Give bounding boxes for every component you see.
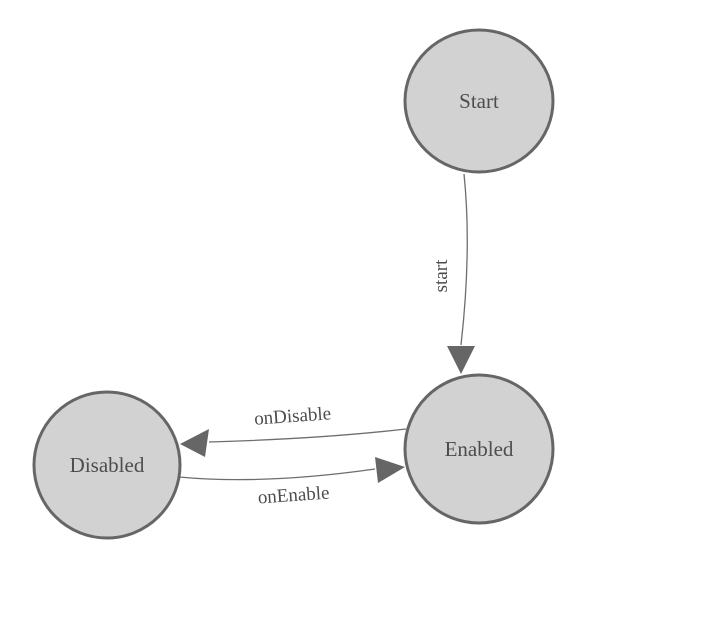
arrowhead-left-icon (180, 429, 209, 457)
edge-disabled-to-enabled: onEnable (178, 457, 405, 509)
edge-enabled-to-disabled: onDisable (180, 403, 407, 457)
arrowhead-down-icon (447, 346, 475, 374)
node-start-label: Start (459, 89, 499, 113)
node-enabled-circle (403, 373, 555, 525)
node-disabled: Disabled (32, 390, 182, 540)
node-enabled-label: Enabled (445, 437, 514, 461)
edge-disabled-to-enabled-line (178, 468, 376, 481)
edge-enabled-to-disabled-line (208, 428, 407, 443)
node-disabled-label: Disabled (70, 453, 145, 477)
edge-label-onenable: onEnable (257, 483, 330, 509)
arrowhead-right-icon (375, 457, 405, 483)
edge-start-to-enabled: start (431, 173, 475, 374)
node-start-circle (403, 28, 555, 174)
node-enabled: Enabled (403, 373, 555, 525)
node-start: Start (403, 28, 555, 174)
edge-label-ondisable: onDisable (253, 403, 331, 429)
edge-start-to-enabled-line (460, 173, 468, 346)
edge-label-start: start (431, 259, 452, 292)
node-disabled-circle (32, 390, 182, 540)
